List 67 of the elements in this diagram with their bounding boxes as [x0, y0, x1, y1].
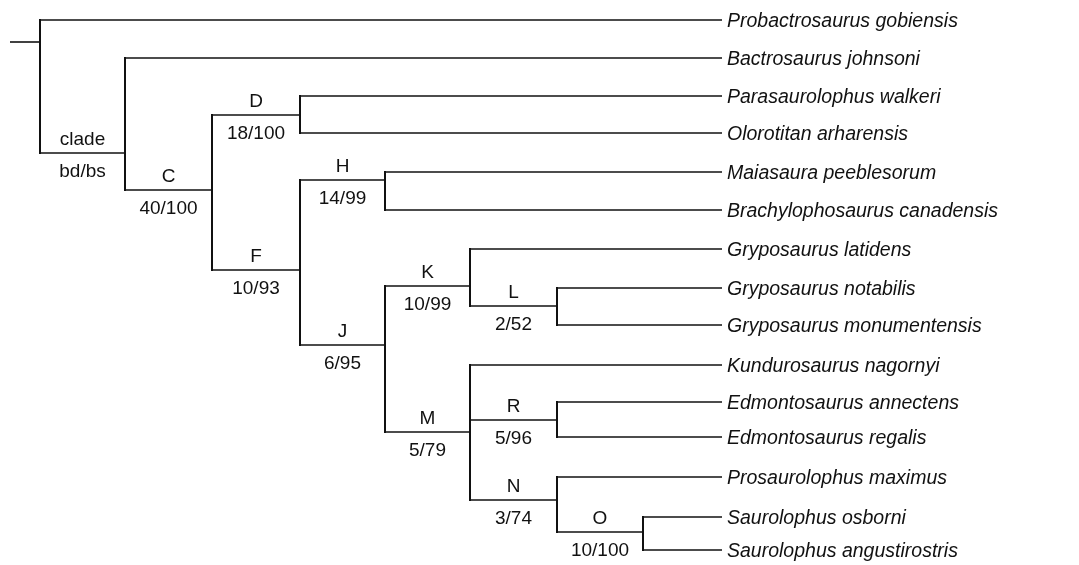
support-values: 10/100: [569, 539, 631, 561]
taxon-label: Prosaurolophus maximus: [722, 465, 947, 489]
branch-line: [557, 476, 723, 478]
taxon-label: Olorotitan arharensis: [722, 121, 908, 145]
clade-label: J: [336, 320, 349, 342]
clade-label: C: [160, 165, 177, 187]
branch-line: [385, 431, 470, 433]
branch-line: [470, 419, 557, 421]
support-values: 10/93: [231, 277, 281, 299]
clade-label: clade: [58, 128, 107, 150]
taxon-label: Gryposaurus notabilis: [722, 276, 916, 300]
branch-line: [40, 19, 723, 21]
branch-line: [557, 401, 723, 403]
clade-label: K: [420, 261, 435, 283]
branch-line: [470, 364, 723, 366]
support-values: 14/99: [317, 187, 368, 209]
branch-line: [300, 179, 385, 181]
clade-label: H: [334, 155, 351, 177]
taxon-label: Saurolophus osborni: [722, 505, 906, 529]
taxon-label: Bactrosaurus johnsoni: [722, 46, 920, 70]
clade-label: F: [249, 245, 263, 267]
taxon-label: Gryposaurus monumentensis: [722, 313, 982, 337]
taxon-label: Saurolophus angustirostris: [722, 538, 958, 562]
clade-label: M: [418, 407, 437, 429]
support-values: 5/79: [408, 439, 447, 461]
branch-line: [385, 209, 723, 211]
support-values: 3/74: [494, 507, 533, 529]
taxon-label: Probactrosaurus gobiensis: [722, 8, 958, 32]
taxon-label: Edmontosaurus regalis: [722, 425, 927, 449]
taxon-label: Edmontosaurus annectens: [722, 390, 959, 414]
taxon-label: Gryposaurus latidens: [722, 237, 912, 261]
clade-label: D: [248, 90, 264, 112]
support-values: 10/99: [402, 293, 453, 315]
branch-line: [385, 285, 470, 287]
taxon-label: Maiasaura peeblesorum: [722, 160, 937, 184]
clade-label: R: [505, 395, 522, 417]
branch-line: [125, 189, 212, 191]
branch-line: [557, 531, 643, 533]
taxon-label: Kundurosaurus nagornyi: [722, 353, 940, 377]
branch-line: [470, 248, 723, 250]
branch-line: [470, 499, 557, 501]
support-values: 2/52: [494, 313, 533, 335]
branch-line: [557, 324, 723, 326]
branch-line: [557, 287, 723, 289]
clade-label: O: [591, 507, 609, 529]
taxon-label: Parasaurolophus walkeri: [722, 84, 941, 108]
branch-line: [300, 95, 723, 97]
branch-line: [300, 344, 385, 346]
support-values: 18/100: [225, 122, 287, 144]
branch-line: [212, 269, 300, 271]
support-values: 6/95: [323, 352, 362, 374]
branch-line: [40, 152, 125, 154]
branch-line: [643, 549, 723, 551]
clade-label: N: [505, 475, 522, 497]
branch-line: [300, 132, 723, 134]
branch-line: [557, 436, 723, 438]
support-values: bd/bs: [58, 160, 107, 182]
branch-line: [125, 57, 723, 59]
support-values: 5/96: [494, 427, 533, 449]
branch-line: [470, 305, 557, 307]
branch-line: [9, 41, 40, 43]
clade-label: L: [507, 281, 520, 303]
branch-line: [385, 171, 723, 173]
branch-line: [643, 516, 723, 518]
branch-line: [212, 114, 300, 116]
support-values: 40/100: [138, 197, 199, 219]
taxon-label: Brachylophosaurus canadensis: [722, 198, 998, 222]
